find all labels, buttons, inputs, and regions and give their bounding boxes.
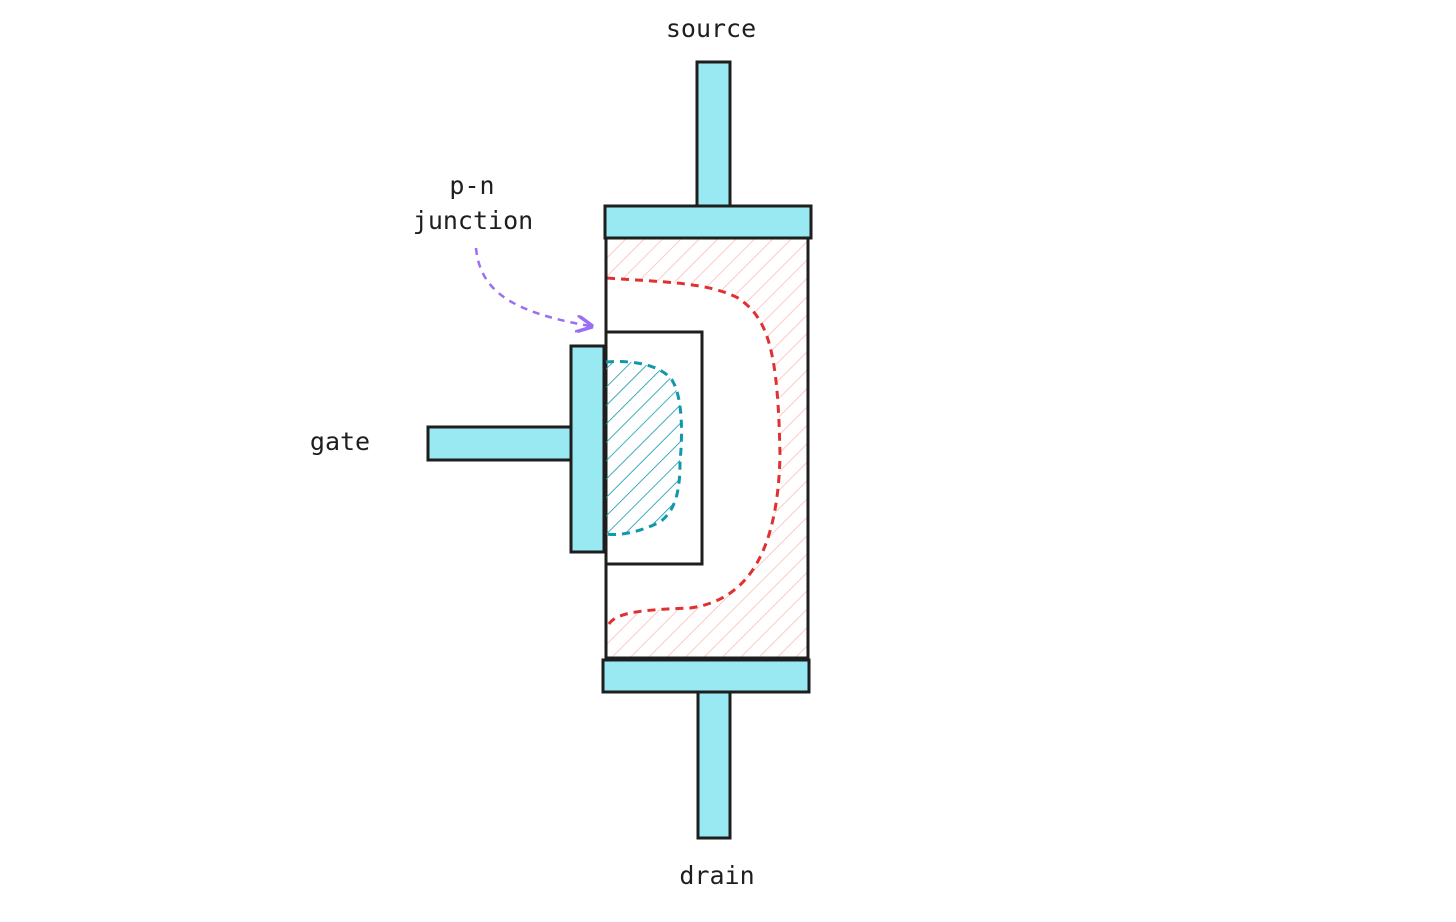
gate-depletion-boundary <box>605 360 684 536</box>
gate-lead <box>426 425 574 462</box>
gate-label: gate <box>310 427 370 456</box>
junction-arrow <box>474 247 590 326</box>
gate-depletion-region <box>606 361 682 535</box>
channel-depletion-boundary <box>605 276 782 629</box>
junction-label-line2: junction <box>413 206 533 235</box>
channel-depletion-region <box>607 238 808 658</box>
source-label: source <box>666 14 756 43</box>
drain-lead <box>696 690 732 840</box>
source-contact <box>603 204 813 240</box>
junction-label-line1: p-n <box>449 171 494 200</box>
drain-label: drain <box>679 861 754 890</box>
source-lead <box>695 60 732 209</box>
drain-contact <box>601 658 811 694</box>
gate-contact <box>569 344 606 554</box>
